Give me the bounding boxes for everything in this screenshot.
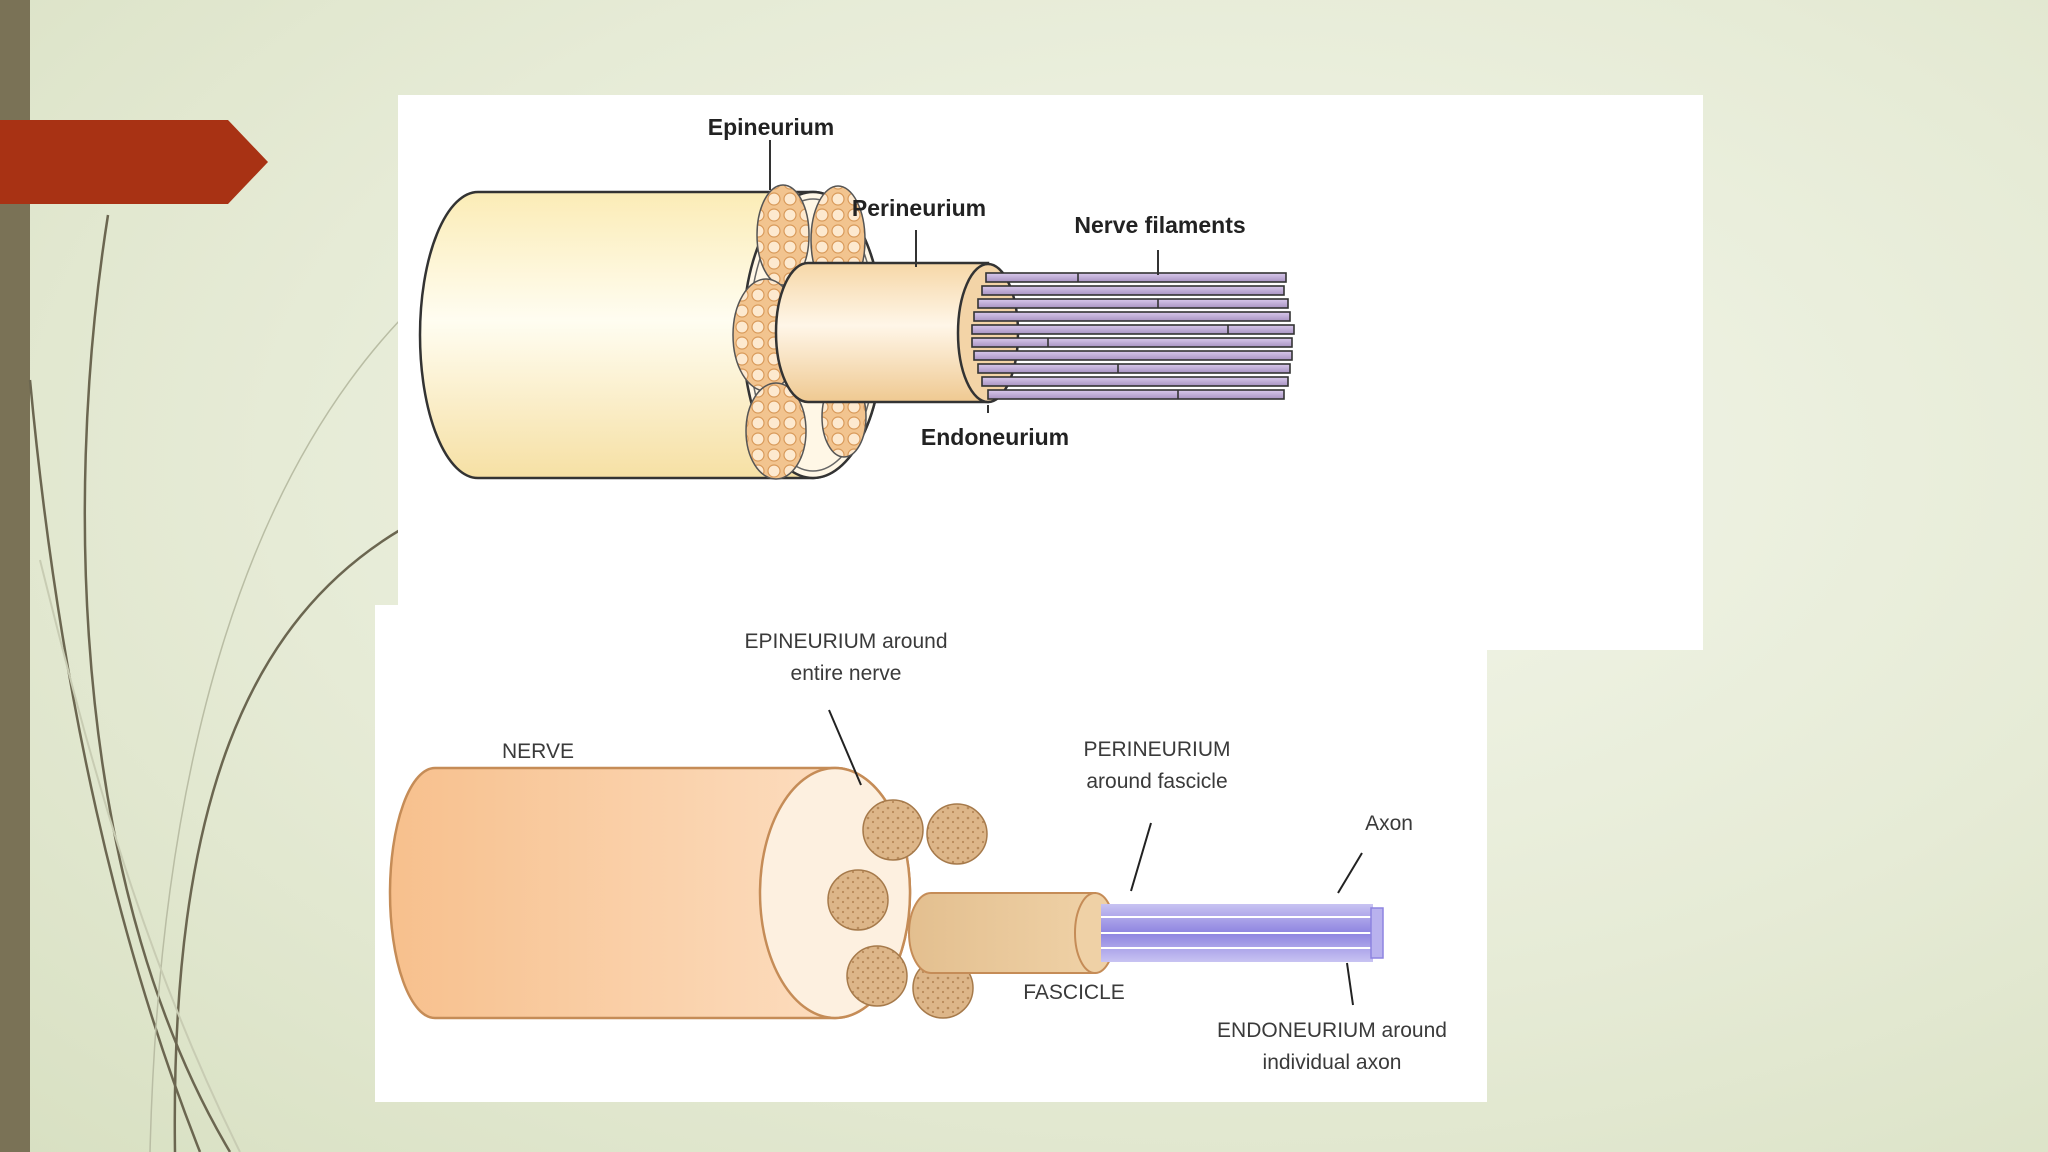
nerve-diagram-bottom: EPINEURIUM around entire nerve NERVE PER… <box>375 605 1487 1102</box>
label-endoneurium-line2: individual axon <box>1263 1051 1402 1074</box>
label-fascicle: FASCICLE <box>1023 981 1125 1004</box>
leader-lines <box>769 140 1159 413</box>
leader-lines <box>828 709 1363 1006</box>
label-endoneurium: Endoneurium <box>921 424 1069 450</box>
label-nerve: NERVE <box>502 740 574 763</box>
axons <box>1101 904 1384 962</box>
label-epineurium-line2: entire nerve <box>791 662 902 685</box>
label-axon: Axon <box>1365 812 1413 835</box>
label-epineurium-line1: EPINEURIUM around <box>744 630 947 653</box>
label-perineurium-line1: PERINEURIUM <box>1083 738 1230 761</box>
nerve-filaments <box>971 272 1295 400</box>
label-perineurium: Perineurium <box>852 195 986 221</box>
label-epineurium: Epineurium <box>708 114 835 140</box>
label-endoneurium-line1: ENDONEURIUM around <box>1217 1019 1447 1042</box>
accent-arrow-shape <box>0 120 268 204</box>
label-perineurium-line2: around fascicle <box>1086 770 1227 793</box>
decorative-curves <box>28 214 401 1152</box>
fascicle <box>908 892 1116 974</box>
label-nerve-filaments: Nerve filaments <box>1074 212 1245 238</box>
nerve-diagram-top: Epineurium Perineurium Nerve filaments E… <box>398 95 1703 650</box>
